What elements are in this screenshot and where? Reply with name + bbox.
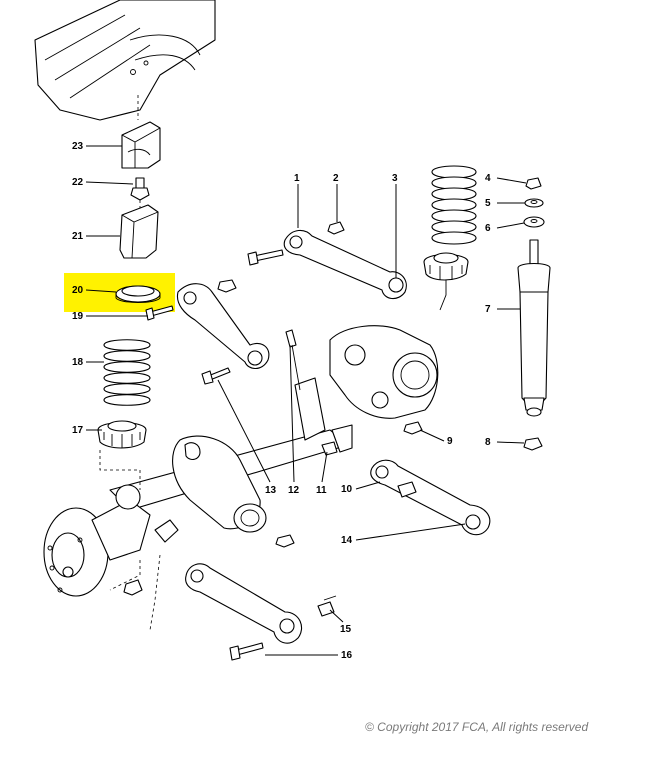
bump-stop-bracket	[121, 95, 161, 169]
bracket-11	[321, 424, 353, 456]
callout-labels: 1 2 3 4 5 6 7 8	[72, 141, 527, 661]
jounce-bumper	[119, 200, 159, 259]
svg-text:10: 10	[341, 484, 353, 495]
svg-text:17: 17	[72, 425, 84, 436]
callout-19: 19	[72, 311, 148, 322]
svg-text:5: 5	[485, 198, 491, 209]
shock-hardware	[523, 177, 545, 228]
svg-text:19: 19	[72, 311, 84, 322]
svg-text:18: 18	[72, 357, 84, 368]
svg-text:8: 8	[485, 437, 491, 448]
svg-text:16: 16	[341, 650, 353, 661]
right-spring-seat	[423, 252, 469, 311]
left-hub-rotor	[43, 484, 179, 597]
svg-text:21: 21	[72, 231, 84, 242]
callout-10: 10	[341, 481, 381, 495]
nut-near-axle	[275, 534, 295, 548]
copyright-notice: © Copyright 2017 FCA, All rights reserve…	[365, 720, 589, 734]
bolt-16	[229, 642, 264, 661]
lower-control-arm-16	[185, 563, 303, 644]
bolt-near-hub	[123, 579, 143, 596]
callout-3: 3	[392, 173, 398, 278]
right-knuckle	[294, 325, 439, 441]
svg-text:2: 2	[333, 173, 339, 184]
bump-stop-bolt	[130, 177, 150, 201]
svg-text:7: 7	[485, 304, 491, 315]
callout-5: 5	[485, 198, 525, 209]
callout-1: 1	[294, 173, 300, 228]
callout-8: 8	[485, 437, 525, 448]
callout-14: 14	[341, 523, 466, 546]
frame-rail	[34, 0, 216, 121]
callout-7: 7	[485, 304, 520, 315]
svg-text:1: 1	[294, 173, 300, 184]
callout-9: 9	[419, 429, 453, 447]
callout-20: 20	[72, 285, 117, 296]
bolt-near-arm-1	[247, 249, 284, 266]
svg-text:20: 20	[72, 285, 84, 296]
svg-text:15: 15	[340, 624, 352, 635]
nut-2	[327, 221, 345, 235]
callout-15: 15	[329, 609, 352, 635]
svg-text:3: 3	[392, 173, 398, 184]
svg-text:6: 6	[485, 223, 491, 234]
callout-21: 21	[72, 231, 120, 242]
callout-22: 22	[72, 177, 134, 188]
right-coil-spring	[431, 165, 477, 245]
svg-text:23: 23	[72, 141, 84, 152]
nut-9	[403, 421, 423, 435]
left-coil-spring	[103, 339, 151, 406]
axle-housing	[109, 429, 349, 533]
track-bar	[149, 329, 301, 631]
upper-control-arm	[283, 229, 407, 300]
svg-text:4: 4	[485, 173, 491, 184]
callout-4: 4	[485, 173, 527, 184]
left-spring-seat	[97, 420, 147, 449]
left-seat-dashed	[99, 450, 141, 591]
callout-11: 11	[316, 451, 328, 496]
callout-13: 13	[217, 379, 277, 496]
shock-nut	[523, 437, 543, 451]
callout-17: 17	[72, 425, 102, 436]
shock-absorber	[517, 239, 551, 417]
svg-text:12: 12	[288, 485, 300, 496]
callout-12: 12	[288, 344, 300, 496]
svg-text:13: 13	[265, 485, 277, 496]
callout-23: 23	[72, 141, 122, 152]
left-upper-control-arm	[176, 283, 270, 370]
nut-15	[317, 595, 337, 617]
svg-text:14: 14	[341, 535, 353, 546]
callout-2: 2	[333, 173, 339, 222]
svg-text:11: 11	[316, 485, 327, 496]
svg-text:22: 22	[72, 177, 84, 188]
lower-control-arm-14	[370, 459, 491, 536]
callout-6: 6	[485, 222, 525, 234]
callout-18: 18	[72, 357, 104, 368]
arm-bolt-19	[145, 305, 174, 321]
spring-isolator	[115, 285, 161, 303]
long-bolt-13	[201, 367, 231, 385]
callout-16: 16	[265, 650, 353, 661]
svg-text:9: 9	[447, 436, 453, 447]
nut-near-arm	[217, 279, 237, 293]
